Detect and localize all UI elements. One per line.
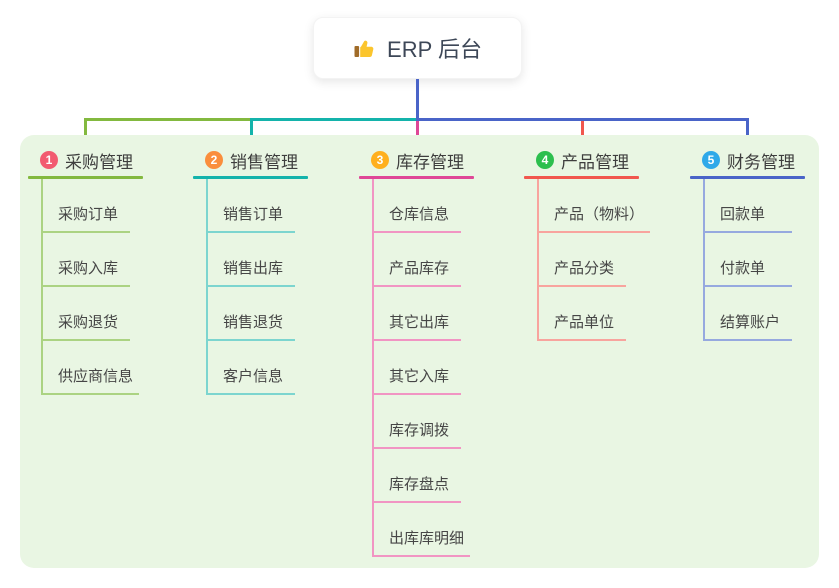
child-node[interactable]: 产品库存: [374, 233, 461, 287]
branch-title-label: 产品管理: [561, 152, 629, 172]
child-node[interactable]: 销售订单: [208, 179, 295, 233]
branch-inventory: 3 库存管理 仓库信息 产品库存 其它出库 其它入库 库存调拨 库存盘点 出库库…: [359, 147, 474, 557]
child-node[interactable]: 产品（物料）: [539, 179, 651, 233]
branch-underline: [690, 176, 805, 179]
branch-underline: [359, 176, 474, 179]
branch-underline: [193, 176, 308, 179]
child-node[interactable]: 仓库信息: [374, 179, 461, 233]
branch-finance: 5 财务管理 回款单 付款单 结算账户: [690, 147, 805, 341]
branch-product-title[interactable]: 4 产品管理: [524, 147, 650, 173]
connector-horizontal-left: [84, 118, 252, 121]
child-node[interactable]: 采购订单: [43, 179, 130, 233]
branch-purchase: 1 采购管理 采购订单 采购入库 采购退货 供应商信息: [28, 147, 143, 395]
child-node[interactable]: 客户信息: [208, 341, 295, 395]
branch-title-label: 销售管理: [230, 152, 298, 172]
branch-children: 仓库信息 产品库存 其它出库 其它入库 库存调拨 库存盘点 出库库明细: [372, 179, 474, 557]
branch-underline: [28, 176, 143, 179]
branch-children: 回款单 付款单 结算账户: [703, 179, 805, 341]
child-node[interactable]: 回款单: [705, 179, 792, 233]
child-node[interactable]: 结算账户: [705, 287, 792, 341]
root-label: ERP 后台: [387, 37, 482, 62]
child-node[interactable]: 付款单: [705, 233, 792, 287]
branch-number-badge: 3: [371, 151, 389, 169]
child-node[interactable]: 出库库明细: [374, 503, 471, 557]
child-node[interactable]: 其它入库: [374, 341, 461, 395]
connector-drop-branch-4: [581, 121, 584, 143]
branch-title-label: 财务管理: [727, 152, 795, 172]
branch-number-badge: 1: [40, 151, 58, 169]
connector-root-drop: [416, 79, 419, 119]
branch-underline: [524, 176, 639, 179]
child-node[interactable]: 销售退货: [208, 287, 295, 341]
branch-number-badge: 5: [702, 151, 720, 169]
branch-sales: 2 销售管理 销售订单 销售出库 销售退货 客户信息: [193, 147, 308, 395]
branch-inventory-title[interactable]: 3 库存管理: [359, 147, 474, 173]
child-node[interactable]: 产品分类: [539, 233, 626, 287]
branch-purchase-title[interactable]: 1 采购管理: [28, 147, 143, 173]
child-node[interactable]: 其它出库: [374, 287, 461, 341]
connector-horizontal-mid: [250, 118, 417, 121]
branch-number-badge: 4: [536, 151, 554, 169]
connector-horizontal-right: [416, 118, 749, 121]
child-node[interactable]: 产品单位: [539, 287, 626, 341]
branch-title-label: 采购管理: [65, 152, 133, 172]
connector-drop-branch-1: [84, 118, 87, 144]
connector-drop-branch-3: [416, 121, 419, 144]
root-node[interactable]: ERP 后台: [313, 17, 522, 79]
branch-children: 采购订单 采购入库 采购退货 供应商信息: [41, 179, 143, 395]
branch-number-badge: 2: [205, 151, 223, 169]
child-node[interactable]: 库存盘点: [374, 449, 461, 503]
thumbs-up-icon: [353, 36, 377, 60]
child-node[interactable]: 供应商信息: [43, 341, 140, 395]
branch-title-label: 库存管理: [396, 152, 464, 172]
child-node[interactable]: 采购入库: [43, 233, 130, 287]
branch-sales-title[interactable]: 2 销售管理: [193, 147, 308, 173]
branch-children: 产品（物料） 产品分类 产品单位: [537, 179, 651, 341]
branch-product: 4 产品管理 产品（物料） 产品分类 产品单位: [524, 147, 651, 341]
branches-panel: [20, 135, 819, 568]
child-node[interactable]: 销售出库: [208, 233, 295, 287]
branch-children: 销售订单 销售出库 销售退货 客户信息: [206, 179, 308, 395]
connector-drop-branch-2: [250, 118, 253, 144]
child-node[interactable]: 采购退货: [43, 287, 130, 341]
branch-finance-title[interactable]: 5 财务管理: [690, 147, 805, 173]
child-node[interactable]: 库存调拨: [374, 395, 461, 449]
connector-drop-branch-5: [746, 118, 749, 144]
